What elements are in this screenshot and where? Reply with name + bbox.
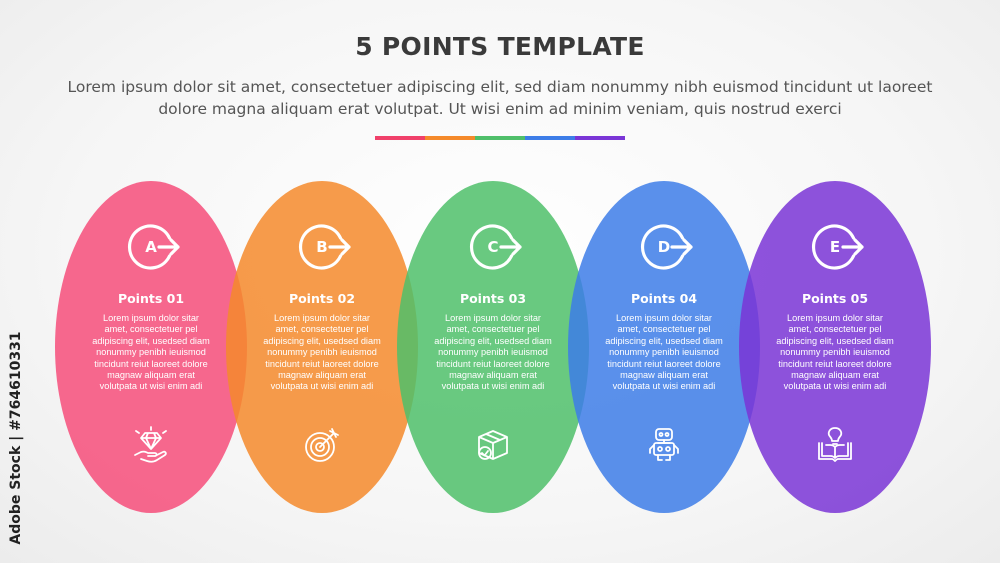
- point-card: C Points 03 Lorem ipsum dolor sitar amet…: [397, 181, 589, 513]
- color-divider: [375, 136, 625, 140]
- divider-segment: [375, 136, 425, 140]
- oval-shape: [568, 181, 760, 513]
- watermark-text: Adobe Stock | #764610331: [8, 331, 24, 545]
- point-card: A Points 01 Lorem ipsum dolor sitar amet…: [55, 181, 247, 513]
- oval-shape: [55, 181, 247, 513]
- page-subtitle: Lorem ipsum dolor sit amet, consectetuer…: [67, 78, 933, 118]
- badge-letter: A: [145, 238, 157, 256]
- point-card: E Points 05 Lorem ipsum dolor sitar amet…: [739, 181, 931, 513]
- divider-segment: [425, 136, 475, 140]
- point-title: Points 04: [630, 291, 698, 306]
- point-title: Points 02: [288, 291, 356, 306]
- point-body: Lorem ipsum dolor sitar amet, consectetu…: [605, 313, 723, 392]
- point-body: Lorem ipsum dolor sitar amet, consectetu…: [434, 313, 552, 392]
- badge-letter: D: [657, 238, 671, 256]
- badge-letter: E: [829, 238, 841, 256]
- point-body: Lorem ipsum dolor sitar amet, consectetu…: [92, 313, 210, 392]
- point-card: B Points 02 Lorem ipsum dolor sitar amet…: [226, 181, 418, 513]
- divider-segment: [475, 136, 525, 140]
- diamond-hand-icon: [134, 426, 167, 463]
- point-body: Lorem ipsum dolor sitar amet, consectetu…: [263, 313, 381, 392]
- divider-segment: [575, 136, 625, 140]
- page-title: 5 POINTS TEMPLATE: [355, 32, 645, 61]
- badge-letter: B: [316, 238, 328, 256]
- oval-shape: [226, 181, 418, 513]
- point-title: Points 01: [117, 291, 185, 306]
- target-icon: [305, 428, 339, 462]
- stock-watermark: Adobe Stock | #764610331: [4, 330, 28, 560]
- circle-arrow-icon: [640, 224, 693, 270]
- point-title: Points 05: [801, 291, 869, 306]
- point-body: Lorem ipsum dolor sitar amet, consectetu…: [776, 313, 894, 392]
- badge-letter: C: [487, 238, 499, 256]
- box-check-icon: [478, 430, 508, 460]
- letter-badge: A: [126, 222, 180, 272]
- letter-badge: C: [468, 222, 522, 272]
- circle-arrow-icon: [469, 224, 522, 270]
- circle-arrow-icon: [811, 224, 864, 270]
- point-title: Points 03: [459, 291, 527, 306]
- letter-badge: D: [639, 222, 693, 272]
- letter-badge: B: [297, 222, 351, 272]
- circle-arrow-icon: [127, 224, 180, 270]
- circle-arrow-icon: [298, 224, 351, 270]
- point-card: D Points 04 Lorem ipsum dolor sitar amet…: [568, 181, 760, 513]
- book-idea-icon: [818, 427, 852, 462]
- divider-segment: [525, 136, 575, 140]
- letter-badge: E: [810, 222, 864, 272]
- robot-icon: [649, 428, 679, 461]
